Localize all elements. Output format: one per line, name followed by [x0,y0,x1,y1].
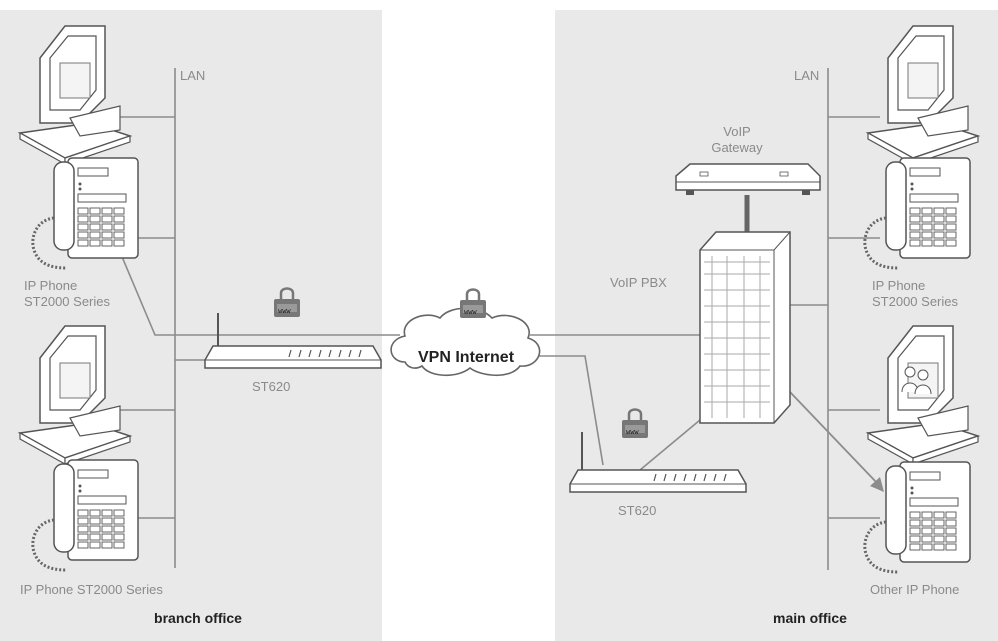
pbx-to-phone-arrow [789,391,884,492]
internet-cloud [390,307,541,377]
main-lan-lines [530,68,880,570]
gateway-label-line2: Gateway [711,140,763,155]
router-label-left: ST620 [252,379,290,394]
other-ip-phone-label: Other IP Phone [870,582,959,597]
router-icon [204,345,382,369]
ip-phone-label-right-line1: IP Phone [872,278,925,293]
gateway-label-line1: VoIP [723,124,750,139]
voip-pbx-icon [699,231,791,424]
ip-phone-label-right-line2: ST2000 Series [872,294,958,309]
ip-phone-label-left-line1: IP Phone [24,278,77,293]
ip-phone-label-left-line2: ST2000 Series [24,294,110,309]
pbx-label: VoIP PBX [610,275,667,290]
router-icon [569,469,747,493]
router-left [204,313,382,369]
lan-label-right: LAN [794,68,819,83]
cloud-label: VPN Internet [418,349,515,366]
lock-www-label: www [626,428,639,436]
branch-office-caption: branch office [154,610,242,626]
video-computer-icon [867,325,979,465]
lock-www-label: www [464,308,477,316]
lock-www-label: www [278,307,291,315]
router-label-right: ST620 [618,503,656,518]
lan-label-left: LAN [180,68,205,83]
voip-gateway-icon [675,163,821,195]
router-right [569,432,747,493]
main-office-caption: main office [773,610,847,626]
ip-phone-label-left-bottom: IP Phone ST2000 Series [20,582,163,597]
